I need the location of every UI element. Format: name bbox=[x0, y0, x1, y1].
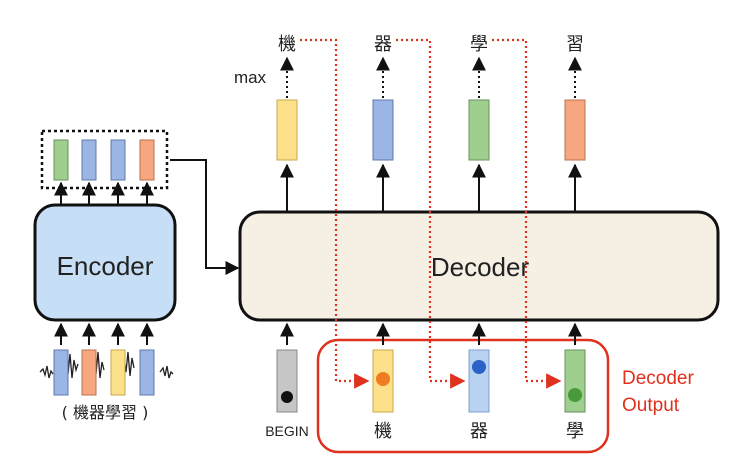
encoder-output-group bbox=[40, 129, 169, 190]
decoder-output-label-line1: Decoder bbox=[622, 368, 694, 389]
output-distribution-blue bbox=[372, 99, 394, 161]
begin-label: BEGIN bbox=[265, 423, 309, 439]
encoder-block bbox=[33, 203, 177, 322]
decoder-input-token-3: 學 bbox=[566, 421, 584, 442]
encoder-to-decoder-arrow bbox=[170, 159, 240, 275]
output-distribution-orange bbox=[564, 99, 586, 161]
decoder-output-label-line2: Output bbox=[622, 395, 680, 416]
encoder-label: Encoder bbox=[57, 251, 154, 281]
encoder-output-vector-orange bbox=[139, 139, 155, 181]
decoder-label: Decoder bbox=[431, 252, 530, 282]
input-vector-blue-2 bbox=[139, 349, 155, 396]
output-token-4: 習 bbox=[566, 34, 584, 55]
feedback-arrow-2 bbox=[396, 38, 466, 389]
output-token-2: 器 bbox=[374, 34, 392, 55]
audio-waveform bbox=[39, 351, 174, 379]
output-token-3: 學 bbox=[470, 34, 488, 55]
max-label: max bbox=[234, 68, 267, 87]
input-vector-orange bbox=[81, 349, 97, 396]
decoder-input-dot-orange bbox=[376, 372, 390, 386]
encoder-output-vector-green bbox=[53, 139, 69, 181]
output-token-1: 機 bbox=[278, 34, 296, 55]
decoder-output-frame bbox=[316, 338, 610, 454]
decoder-input-dot-blue bbox=[472, 360, 486, 374]
feedback-arrow-3 bbox=[492, 38, 562, 389]
encoder-output-vector-blue-2 bbox=[110, 139, 126, 181]
input-vector-blue-1 bbox=[53, 349, 69, 396]
decoder-input-dot-green bbox=[568, 388, 582, 402]
decoder-input-token-2: 器 bbox=[470, 421, 488, 442]
input-caption: ( 機器學習 ) bbox=[62, 403, 149, 422]
begin-token-dot bbox=[281, 391, 293, 403]
decoder-input-token-1: 機 bbox=[374, 421, 392, 442]
decoder-input-vector-blue bbox=[468, 349, 490, 413]
output-distribution-yellow bbox=[276, 99, 298, 161]
output-distribution-green bbox=[468, 99, 490, 161]
encoder-output-vector-blue-1 bbox=[81, 139, 97, 181]
decoder-input-vector-green bbox=[564, 349, 586, 413]
input-vector-yellow bbox=[110, 349, 126, 396]
feedback-arrow-1 bbox=[300, 38, 370, 389]
